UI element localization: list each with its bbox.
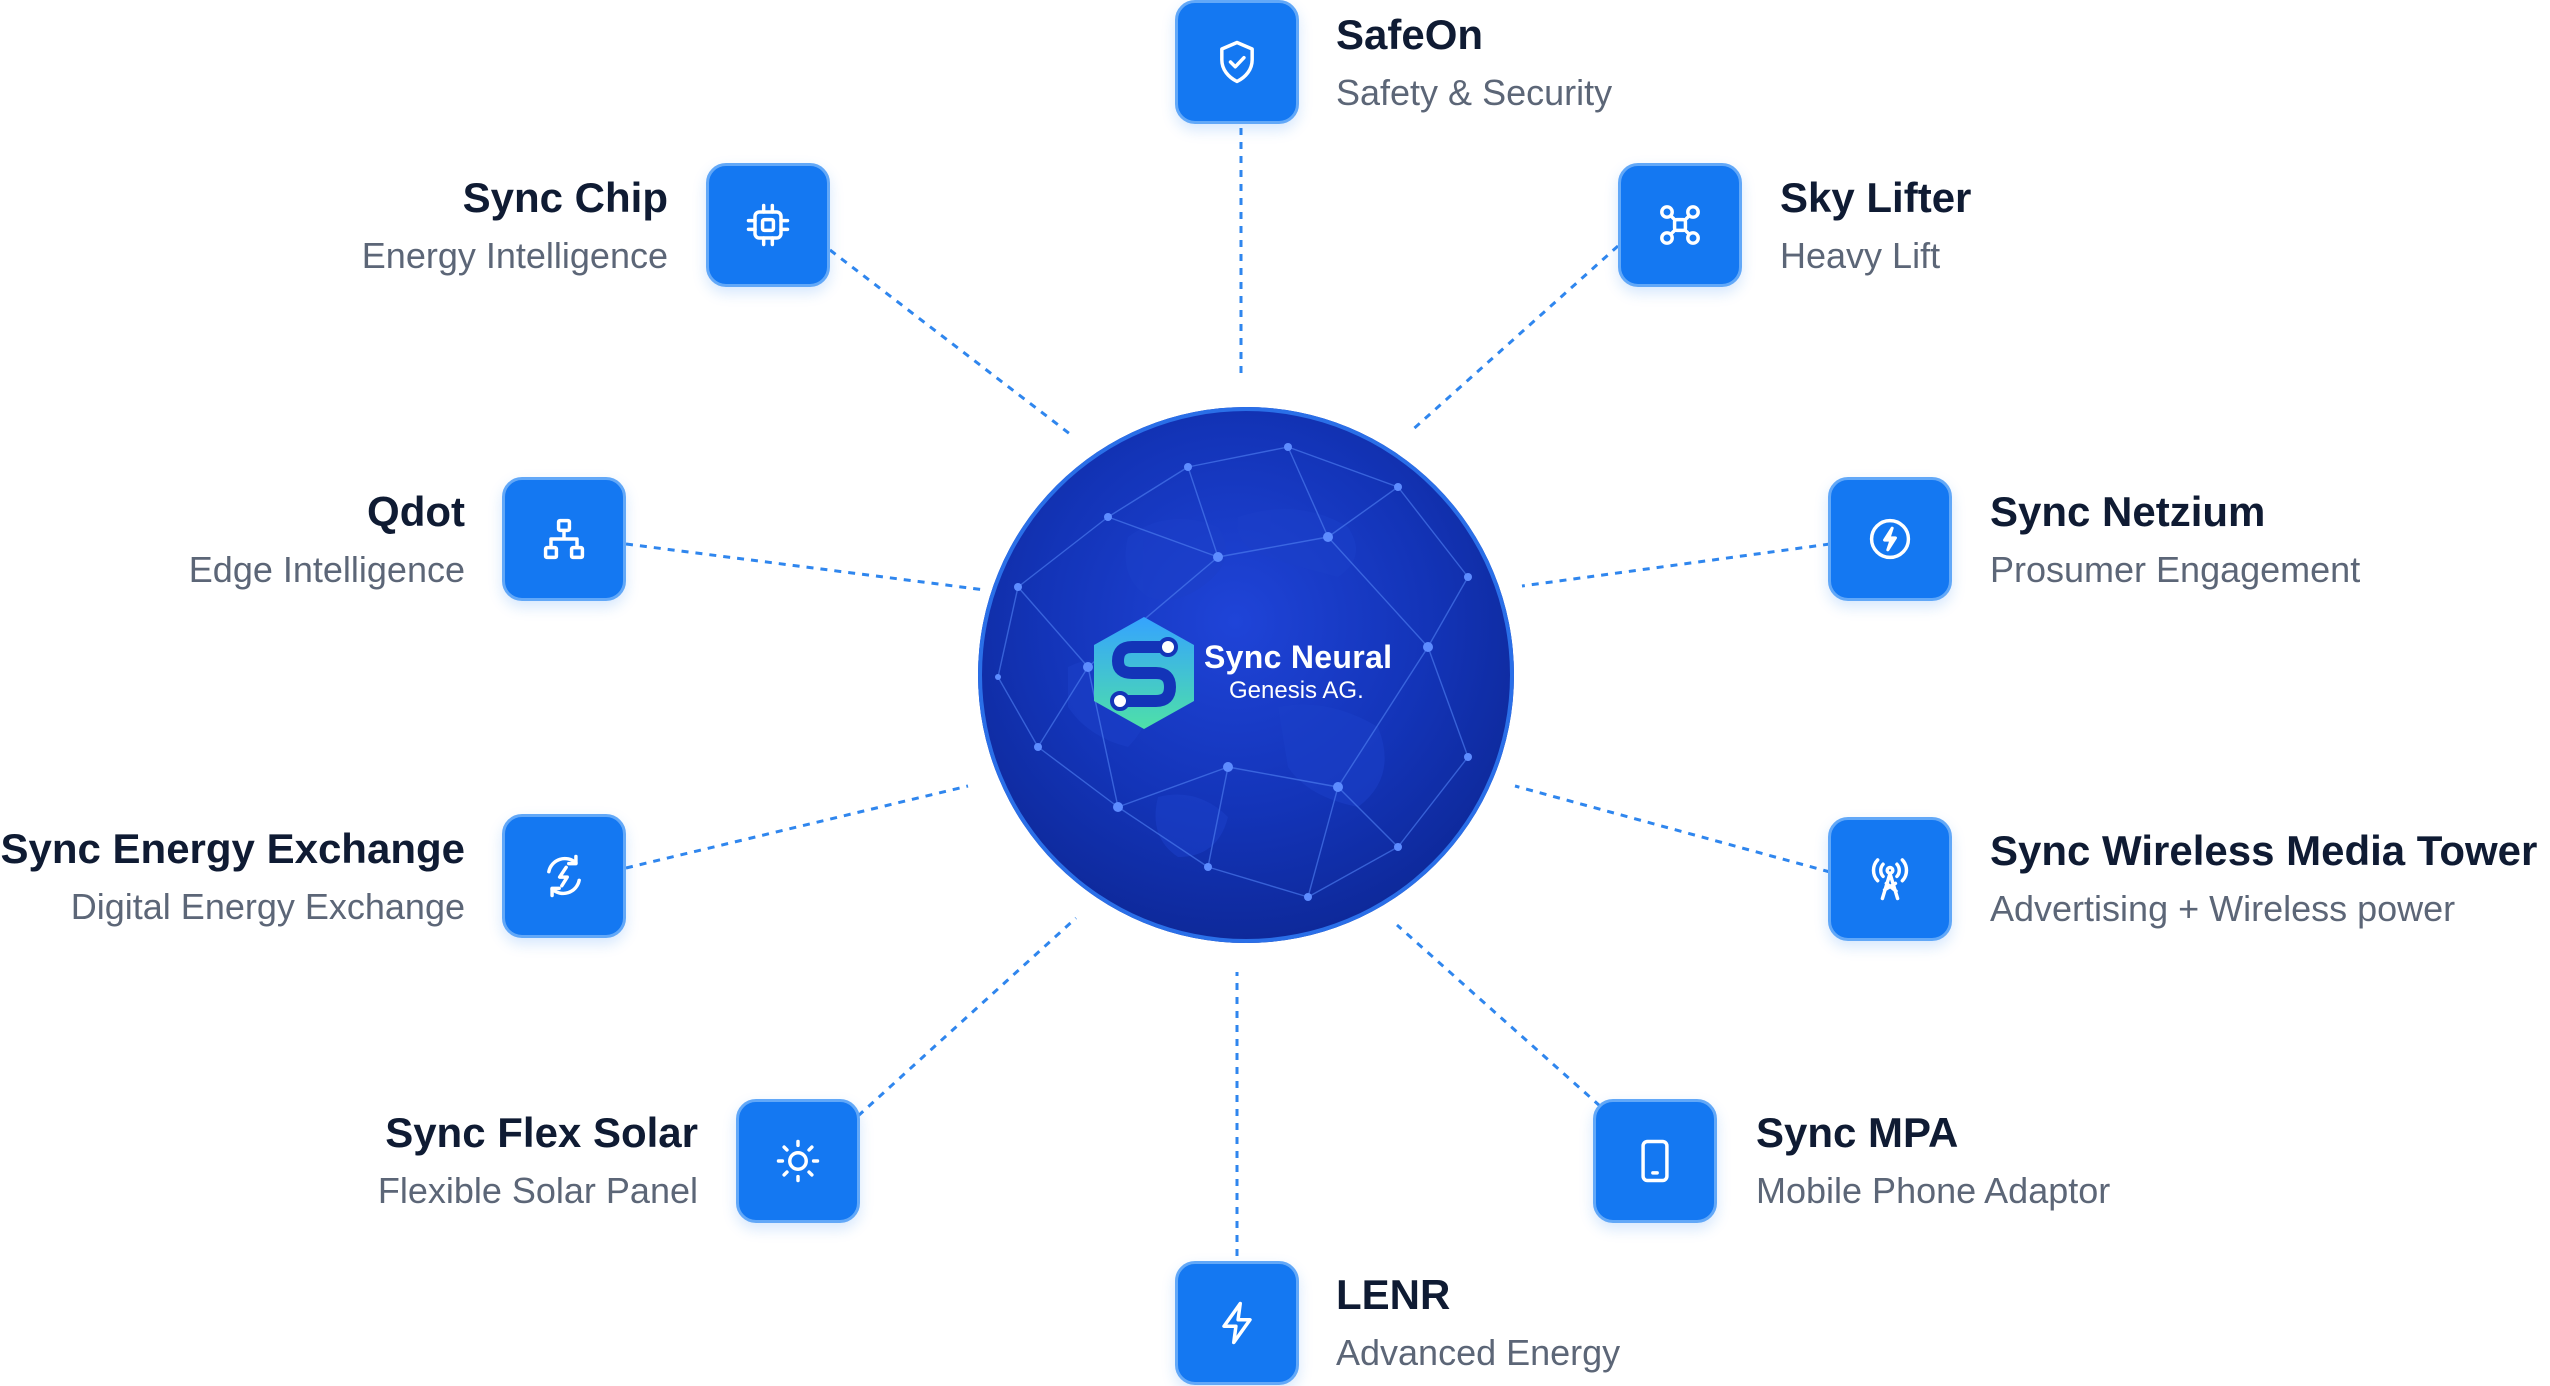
sync-chip-label: Sync Chip Energy Intelligence (362, 173, 668, 279)
hub-subtitle: Genesis AG. (1229, 677, 1364, 704)
energy-exchange-icon (547, 854, 581, 898)
sync-mpa-subtitle: Mobile Phone Adaptor (1756, 1170, 2111, 1211)
qdot-label: Qdot Edge Intelligence (189, 487, 465, 593)
globe-network-graphic (995, 443, 1472, 901)
safeon-subtitle: Safety & Security (1336, 72, 1613, 113)
sky-lifter-subtitle: Heavy Lift (1780, 235, 1941, 276)
sync-wireless-media-tower-subtitle: Advertising + Wireless power (1990, 888, 2456, 929)
sync-energy-exchange-title: Sync Energy Exchange (0, 825, 465, 872)
sun-icon (776, 1139, 820, 1183)
sync-neural-logo (1094, 617, 1194, 729)
sync-netzium-label: Sync Netzium Prosumer Engagement (1990, 487, 2360, 593)
tower-icon (1871, 858, 1909, 901)
qdot-title: Qdot (367, 488, 465, 535)
sync-flex-solar-node-icon[interactable] (736, 1099, 860, 1223)
sky-lifter-label: Sky Lifter Heavy Lift (1780, 173, 1971, 279)
shield-check-icon (1220, 40, 1254, 84)
sync-flex-solar-label: Sync Flex Solar Flexible Solar Panel (378, 1108, 698, 1214)
connector-sync-mpa (1396, 923, 1601, 1108)
network-hierarchy-icon (543, 518, 585, 560)
safeon-title: SafeOn (1336, 11, 1484, 58)
sync-chip-subtitle: Energy Intelligence (361, 235, 668, 276)
sync-mpa-label: Sync MPA Mobile Phone Adaptor (1756, 1108, 2110, 1214)
sync-wireless-media-tower-title: Sync Wireless Media Tower (1990, 827, 2538, 874)
lenr-subtitle: Advanced Energy (1336, 1332, 1621, 1373)
connector-sky-lifter (1409, 244, 1619, 434)
connector-sync-wireless-media-tower (1514, 784, 1831, 874)
qdot-subtitle: Edge Intelligence (188, 549, 465, 590)
sync-netzium-subtitle: Prosumer Engagement (1990, 549, 2361, 590)
safeon-node-icon[interactable] (1175, 0, 1299, 124)
connector-sync-chip (829, 248, 1071, 436)
sky-lifter-node-icon[interactable] (1618, 163, 1742, 287)
qdot-node-icon[interactable] (502, 477, 626, 601)
sync-netzium-title: Sync Netzium (1990, 488, 2266, 535)
sync-flex-solar-subtitle: Flexible Solar Panel (377, 1170, 698, 1211)
sync-chip-node-icon[interactable] (706, 163, 830, 287)
sync-wireless-media-tower-label: Sync Wireless Media Tower Advertising + … (1990, 826, 2537, 932)
drone-icon (1660, 205, 1700, 245)
sync-wireless-media-tower-node-icon[interactable] (1828, 817, 1952, 941)
sync-chip-title: Sync Chip (462, 174, 668, 221)
phone-icon (1641, 1139, 1669, 1183)
sync-netzium-node-icon[interactable] (1828, 477, 1952, 601)
sync-mpa-title: Sync MPA (1756, 1109, 1959, 1156)
sync-energy-exchange-label: Sync Energy Exchange Digital Energy Exch… (0, 824, 465, 930)
safeon-label: SafeOn Safety & Security (1336, 10, 1612, 116)
sky-lifter-title: Sky Lifter (1780, 174, 1972, 221)
sync-flex-solar-title: Sync Flex Solar (385, 1109, 698, 1156)
sync-mpa-node-icon[interactable] (1593, 1099, 1717, 1223)
sync-energy-exchange-subtitle: Digital Energy Exchange (70, 886, 465, 927)
hub-globe: Sync Neural Genesis AG. (978, 407, 1514, 943)
hub-name: Sync Neural (1204, 639, 1393, 675)
chip-icon (746, 203, 790, 247)
connector-sync-netzium (1521, 542, 1831, 588)
lenr-node-icon[interactable] (1175, 1261, 1299, 1385)
connector-sync-flex-solar (856, 916, 1078, 1118)
connector-qdot (625, 542, 986, 592)
lenr-title: LENR (1336, 1271, 1451, 1318)
connector-sync-energy-exchange (625, 784, 969, 870)
lightning-icon (1222, 1301, 1252, 1345)
lenr-label: LENR Advanced Energy (1336, 1270, 1620, 1376)
sync-energy-exchange-node-icon[interactable] (502, 814, 626, 938)
bolt-circle-icon (1869, 518, 1911, 560)
